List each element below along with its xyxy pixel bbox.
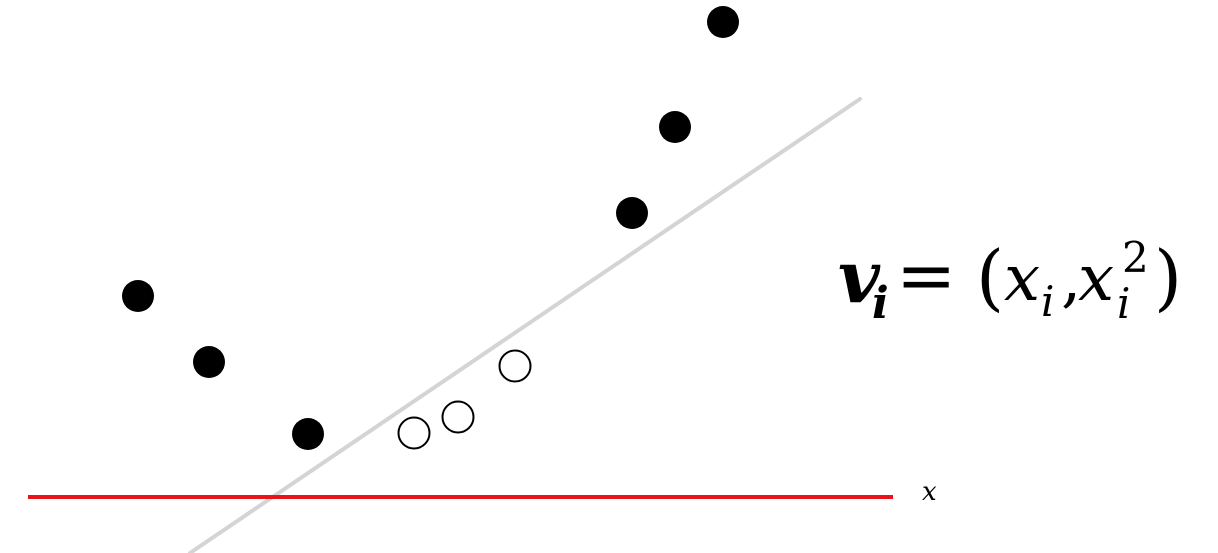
hollow-points-group — [397, 349, 532, 450]
formula-vector: v — [838, 234, 881, 319]
hollow-point — [498, 349, 532, 383]
formula-var2-subscript: i — [1117, 279, 1130, 328]
formula-vector-subscript: i — [872, 278, 889, 329]
formula-var1: x — [1004, 242, 1040, 316]
formula-equals: = — [896, 233, 956, 317]
feature-map-formula: v i = ( x i , x i 2 ) — [838, 233, 1182, 329]
filled-points-group — [122, 6, 739, 450]
formula-comma: , — [1061, 242, 1081, 316]
formula-var2-superscript: 2 — [1122, 233, 1149, 282]
filled-point — [292, 418, 324, 450]
formula-var1-subscript: i — [1041, 277, 1054, 326]
filled-point — [193, 346, 225, 378]
formula-close-paren: ) — [1154, 235, 1182, 319]
x-axis-label: x — [922, 477, 937, 507]
filled-point — [659, 111, 691, 143]
formula-open-paren: ( — [976, 235, 1004, 319]
filled-point — [707, 6, 739, 38]
filled-point — [122, 280, 154, 312]
hollow-point — [397, 416, 431, 450]
separator-line — [188, 97, 862, 553]
formula-var2: x — [1078, 242, 1114, 316]
hollow-point — [441, 400, 475, 434]
filled-point — [616, 197, 648, 229]
